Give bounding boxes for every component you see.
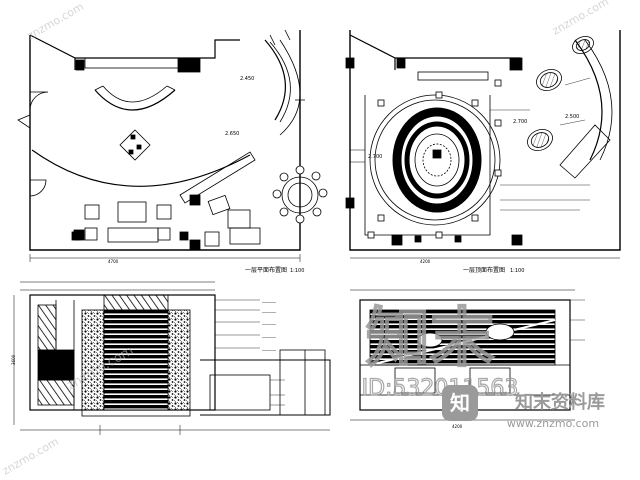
elev-right-dim: 4200 bbox=[452, 424, 463, 429]
floor-plan-left bbox=[17, 29, 328, 262]
angled-wall-right bbox=[559, 124, 611, 179]
decor-disc-3 bbox=[527, 129, 553, 151]
reception-desk bbox=[94, 89, 176, 111]
elev-left-dim: 3600 bbox=[11, 354, 16, 365]
hatched-panel bbox=[37, 304, 57, 351]
floor-emblem bbox=[119, 129, 151, 161]
svg-text:_______: _______ bbox=[261, 320, 277, 325]
ceiling-label-2: 2.700 bbox=[368, 154, 382, 160]
elevation-left bbox=[13, 281, 331, 435]
watermark-logo-icon bbox=[442, 385, 478, 421]
stone-pillar-right bbox=[167, 309, 191, 411]
ceiling-plan-right bbox=[345, 30, 621, 259]
sofa-group bbox=[71, 201, 189, 243]
svg-text:_______: _______ bbox=[261, 346, 277, 351]
angled-wall bbox=[179, 151, 256, 204]
watermark-corner-tr: znzmo.com bbox=[550, 0, 611, 38]
dim-bottom-left: 4700 bbox=[108, 259, 119, 264]
ceiling-label-1: 2.700 bbox=[513, 119, 527, 125]
watermark-site-url: www.znzmo.com bbox=[507, 417, 599, 430]
decor-disc-1 bbox=[572, 35, 594, 55]
column-top bbox=[177, 57, 201, 73]
column-left bbox=[75, 59, 85, 71]
downlights bbox=[367, 79, 502, 243]
dim-bottom-right: 4200 bbox=[420, 259, 431, 264]
svg-text:_______: _______ bbox=[261, 308, 277, 313]
ceiling-label-3: 2.500 bbox=[565, 114, 579, 120]
plan-left-title: 一层平面布置图 bbox=[245, 266, 287, 274]
top-counter bbox=[84, 57, 181, 69]
stripe-feature-wall bbox=[103, 309, 169, 411]
svg-text:知: 知 bbox=[450, 391, 470, 415]
elev-left-annotations: _______ _______ _______ _______ _______ bbox=[261, 298, 277, 351]
lounge-chairs bbox=[204, 194, 261, 247]
decor-disc-2 bbox=[536, 69, 562, 91]
curved-partition bbox=[31, 149, 251, 187]
ceiling-ring-outer bbox=[369, 94, 501, 226]
plan-left-scale: 1:100 bbox=[290, 268, 304, 274]
plan-right-title: 一层顶面布置图 bbox=[463, 266, 505, 274]
watermark-brand-large: 知末 bbox=[366, 302, 494, 376]
svg-text:_______: _______ bbox=[261, 333, 277, 338]
door-left-2 bbox=[29, 179, 47, 197]
plan-right-scale: 1:100 bbox=[510, 268, 524, 274]
door-left-1 bbox=[29, 91, 49, 111]
label-area-2: 2.650 bbox=[225, 131, 239, 137]
chandelier-oval bbox=[392, 107, 482, 213]
dark-panel bbox=[37, 349, 75, 381]
dark-wall-panel bbox=[369, 309, 556, 366]
round-table bbox=[272, 165, 328, 224]
watermark-id: ID:532011563 bbox=[362, 376, 519, 401]
watermark-corner-tl: znzmo.com bbox=[25, 0, 86, 43]
watermark-corner-bl2: znzmo.com bbox=[0, 435, 61, 478]
watermark-site-name: 知末资料库 bbox=[515, 391, 605, 413]
svg-text:_______: _______ bbox=[261, 298, 277, 303]
label-area-1: 2.450 bbox=[240, 76, 254, 82]
